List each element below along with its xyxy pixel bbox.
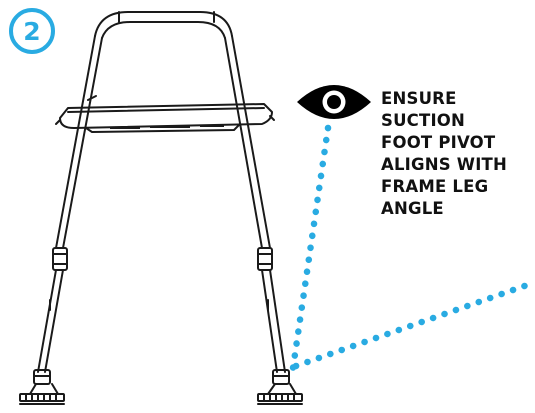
sight-line-vertical <box>289 124 332 372</box>
left-adjustment-collar <box>52 247 68 271</box>
seat <box>55 103 275 133</box>
right-frame-leg <box>224 35 271 249</box>
right-lower-leg <box>261 269 286 373</box>
left-suction-foot <box>19 369 65 405</box>
step-number-badge: 2 <box>9 8 55 54</box>
right-adjustment-collar <box>257 247 273 271</box>
eye-icon <box>297 85 371 119</box>
right-suction-foot <box>257 369 303 405</box>
instruction-text: ENSURE SUCTION FOOT PIVOT ALIGNS WITH FR… <box>381 89 508 218</box>
sight-line-angle <box>292 279 535 370</box>
left-lower-leg <box>37 269 64 373</box>
step-number: 2 <box>23 16 41 46</box>
left-frame-leg <box>55 35 103 249</box>
top-handle <box>94 11 233 37</box>
